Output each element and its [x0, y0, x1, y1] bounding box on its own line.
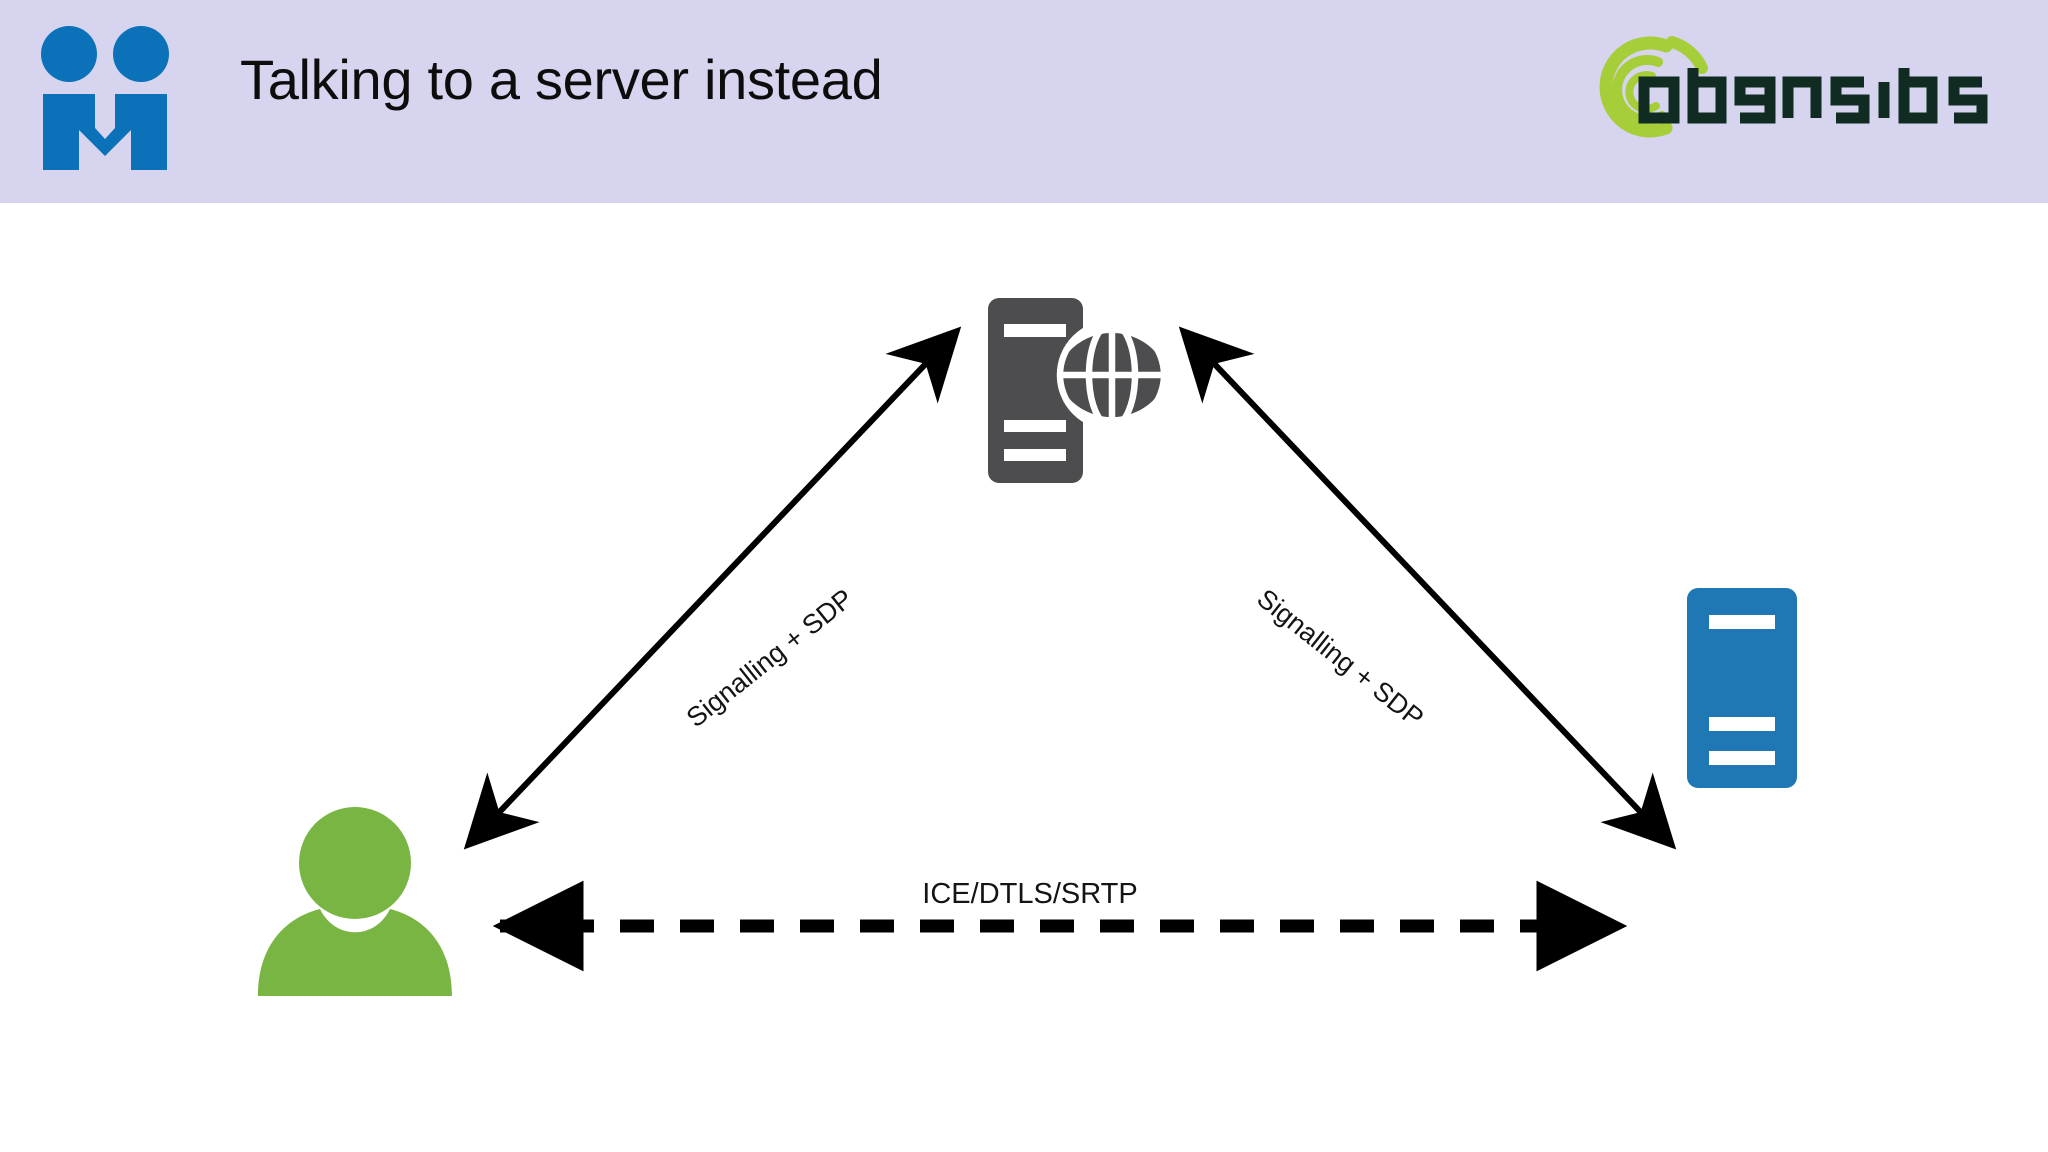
topology-svg: [258, 298, 1797, 996]
person-body: [258, 909, 452, 996]
media-server-slot-mid: [1709, 717, 1775, 731]
server-chassis: [988, 298, 1083, 483]
node-signalling-server[interactable]: [988, 298, 1168, 483]
page-title: Talking to a server instead: [240, 48, 883, 111]
person-head: [299, 807, 411, 919]
server-slot-top: [1004, 324, 1066, 337]
media-server-slot-top: [1709, 615, 1775, 629]
edge-label-media: ICE/DTLS/SRTP: [922, 878, 1138, 910]
server-slot-bottom: [1004, 449, 1066, 461]
media-server-chassis: [1687, 588, 1797, 788]
edge-client-to-signalling: [463, 326, 962, 850]
globe-icon: [1056, 319, 1168, 431]
edge-media-to-signalling: [1178, 326, 1677, 850]
meeting-people-m-logo: [41, 26, 169, 170]
node-media-server[interactable]: [1687, 588, 1797, 788]
media-server-slot-bottom: [1709, 751, 1775, 765]
server-slot-mid: [1004, 420, 1066, 432]
opensips-logo[interactable]: opensips: [1592, 32, 1992, 142]
slide-header-band: Talking to a server instead: [0, 0, 2048, 203]
diagram-canvas: Signalling + SDP Signalling + SDP ICE/DT…: [0, 203, 2048, 1152]
node-client-user[interactable]: [258, 807, 452, 996]
